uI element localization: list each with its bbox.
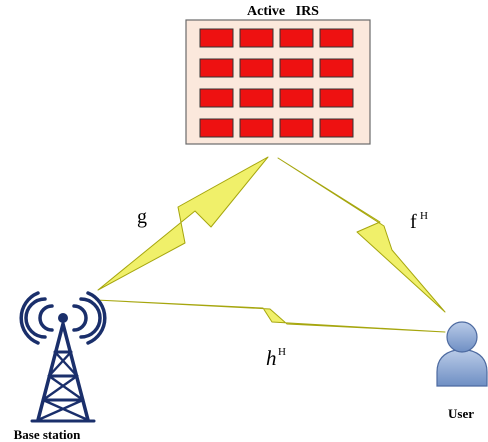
irs-element xyxy=(199,118,234,138)
irs-element xyxy=(279,58,314,78)
irs-element xyxy=(319,118,354,138)
user-icon xyxy=(436,321,488,387)
irs-element-grid xyxy=(199,28,354,138)
irs-element xyxy=(279,88,314,108)
link-f-symbol: f xyxy=(410,211,417,233)
irs-element xyxy=(319,28,354,48)
user-label: User xyxy=(448,406,474,421)
irs-element xyxy=(279,118,314,138)
irs-element xyxy=(279,28,314,48)
user-body xyxy=(436,349,488,387)
link-h-symbol: h xyxy=(266,346,277,370)
link-g-label: g xyxy=(137,206,147,228)
link-f-label: f H xyxy=(410,210,428,233)
base-station-label: Base station xyxy=(14,427,82,442)
link-f-bolt xyxy=(277,157,446,313)
link-g-bolt xyxy=(97,156,269,291)
irs-element xyxy=(199,58,234,78)
link-h-bolt xyxy=(95,299,446,333)
irs-element xyxy=(319,88,354,108)
irs-element xyxy=(239,28,274,48)
irs-element xyxy=(319,58,354,78)
irs-element xyxy=(239,88,274,108)
user-head xyxy=(446,321,478,353)
irs-element xyxy=(239,58,274,78)
irs-panel xyxy=(185,19,371,145)
irs-element xyxy=(239,118,274,138)
irs-label: Active IRS xyxy=(247,4,319,19)
irs-element xyxy=(199,88,234,108)
link-f-superscript: H xyxy=(420,210,428,222)
link-h-superscript: H xyxy=(278,346,286,358)
irs-element xyxy=(199,28,234,48)
base-station-tower-icon xyxy=(19,291,107,423)
link-h-label: h H xyxy=(266,346,286,370)
